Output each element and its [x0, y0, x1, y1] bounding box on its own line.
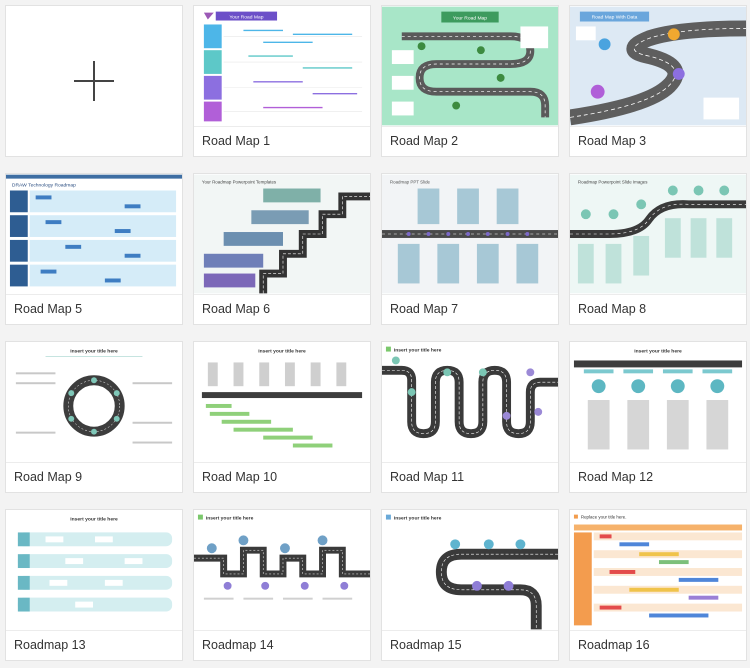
template-thumbnail: Insert your title here	[570, 342, 746, 463]
template-label: Roadmap 16	[578, 638, 650, 652]
template-label: Road Map 2	[390, 134, 459, 148]
template-card[interactable]: Replace your title here. Roadmap 16	[569, 509, 747, 661]
template-label: Roadmap 14	[202, 638, 274, 652]
template-thumbnail: Road Map With Data	[570, 6, 746, 127]
template-header: Road Map With Data	[592, 15, 638, 21]
template-card[interactable]: Your Road Map Road Map 1	[193, 5, 371, 157]
template-thumbnail: Insert your title here	[6, 342, 182, 463]
template-card[interactable]: Insert your title here Road Map 10	[193, 341, 371, 493]
template-card[interactable]: Insert your title here Roadmap 15	[381, 509, 559, 661]
template-label: Roadmap 13	[14, 638, 86, 652]
template-label: Road Map 11	[390, 470, 465, 484]
template-header: Roadmap Powerpoint Slide Images	[578, 180, 648, 185]
template-thumbnail: Insert your title here	[194, 342, 370, 463]
plus-icon	[74, 61, 114, 101]
template-card[interactable]: DRAW Technology Roadmap Road Map 5	[5, 173, 183, 325]
template-thumbnail: Your Road Map	[382, 6, 558, 127]
template-label: Road Map 5	[14, 302, 83, 316]
template-card[interactable]: Insert your title here Roadmap 13	[5, 509, 183, 661]
template-card[interactable]: Roadmap Powerpoint Slide Images Road Map…	[569, 173, 747, 325]
template-label: Road Map 1	[202, 134, 271, 148]
new-blank-template[interactable]	[5, 5, 183, 157]
template-header: Your Road Map	[453, 16, 487, 22]
template-card[interactable]: Road Map With Data Road Map 3	[569, 5, 747, 157]
template-thumbnail: Insert your title here	[194, 510, 370, 631]
template-label: Road Map 3	[578, 134, 647, 148]
template-label: Road Map 8	[578, 302, 647, 316]
template-thumbnail: Your Roadmap Powerpoint Templates	[194, 174, 370, 295]
template-thumbnail: Insert your title here	[382, 342, 558, 463]
template-header: Insert your title here	[206, 516, 254, 522]
template-label: Road Map 10	[202, 470, 278, 484]
template-label: Road Map 12	[578, 470, 654, 484]
template-thumbnail: Roadmap Powerpoint Slide Images	[570, 174, 746, 295]
template-header: Insert your title here	[634, 349, 682, 355]
template-header: Your Roadmap Powerpoint Templates	[202, 180, 277, 185]
template-header: Replace your title here.	[581, 515, 627, 520]
template-card[interactable]: Insert your title here Roadmap 14	[193, 509, 371, 661]
template-thumbnail: Roadmap PPT Slide	[382, 174, 558, 295]
template-card[interactable]: Insert your title here Road Map 11	[381, 341, 559, 493]
template-card[interactable]: Insert your title here Road Map 12	[569, 341, 747, 493]
template-card[interactable]: Your Road Map Road Map 2	[381, 5, 559, 157]
template-thumbnail: Your Road Map	[194, 6, 370, 127]
template-header: Insert your title here	[394, 516, 442, 522]
template-label: Road Map 7	[390, 302, 459, 316]
template-thumbnail: DRAW Technology Roadmap	[6, 174, 182, 295]
template-label: Road Map 9	[14, 470, 83, 484]
template-header: Roadmap PPT Slide	[390, 180, 431, 185]
template-card[interactable]: Insert your title here Road Map 9	[5, 341, 183, 493]
template-header: Insert your title here	[70, 517, 118, 523]
template-card[interactable]: Your Roadmap Powerpoint Templates Road M…	[193, 173, 371, 325]
template-label: Roadmap 15	[390, 638, 462, 652]
template-header: Your Road Map	[229, 15, 263, 21]
template-thumbnail: Replace your title here.	[570, 510, 746, 631]
template-header: DRAW Technology Roadmap	[12, 183, 76, 189]
template-header: Insert your title here	[394, 348, 442, 354]
template-gallery: Your Road Map Road Map 1	[5, 5, 747, 661]
template-header: Insert your title here	[258, 349, 306, 355]
template-card[interactable]: Roadmap PPT Slide Road Map 7	[381, 173, 559, 325]
template-label: Road Map 6	[202, 302, 271, 316]
template-header: Insert your title here	[70, 349, 118, 355]
template-thumbnail: Insert your title here	[6, 510, 182, 631]
template-thumbnail: Insert your title here	[382, 510, 558, 631]
